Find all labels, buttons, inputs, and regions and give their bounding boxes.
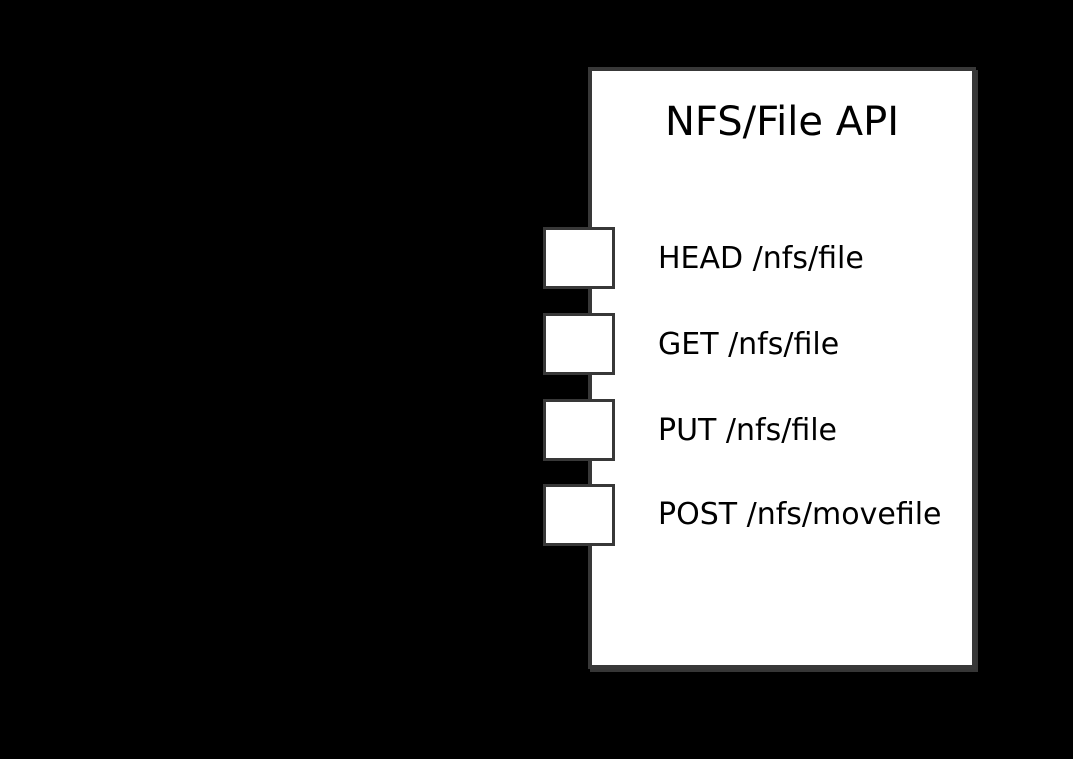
endpoint-label-head: HEAD /nfs/file xyxy=(658,241,864,276)
port-post-nfs-movefile xyxy=(543,484,615,546)
port-put-nfs-file xyxy=(543,399,615,461)
nfs-file-api-component-box: NFS/File API xyxy=(588,67,976,669)
port-get-nfs-file xyxy=(543,313,615,375)
endpoint-label-put: PUT /nfs/file xyxy=(658,413,838,448)
endpoint-label-get: GET /nfs/file xyxy=(658,327,840,362)
component-title: NFS/File API xyxy=(664,99,900,145)
endpoint-label-post: POST /nfs/movefile xyxy=(658,497,942,532)
port-head-nfs-file xyxy=(543,227,615,289)
